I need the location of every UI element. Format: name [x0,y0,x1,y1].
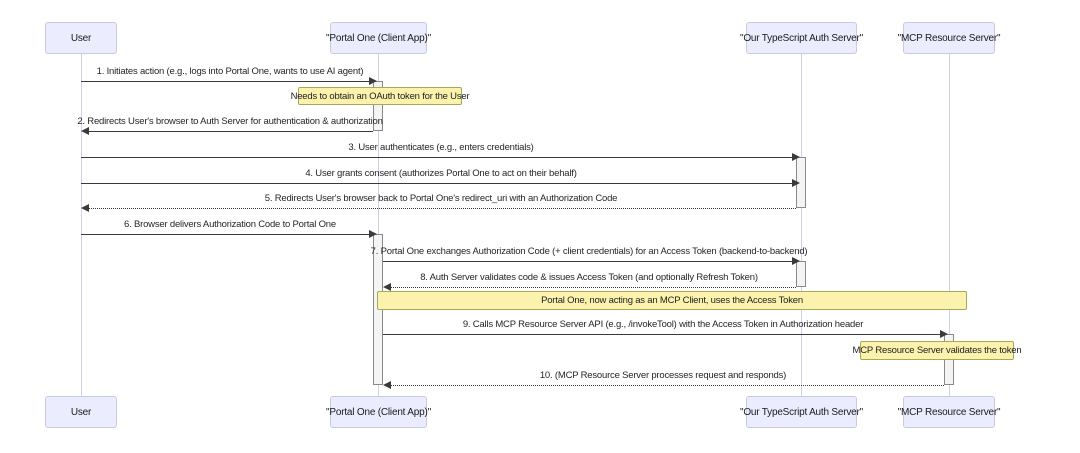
message-8-line [391,286,796,288]
lifeline-portal-one [377,54,379,396]
message-9-line [383,333,940,335]
note-mcp-validates-token: MCP Resource Server validates the token [853,341,1022,360]
actor-top-user: User [45,22,117,54]
message-9-arrowhead [940,330,948,338]
activation-auth-server-2 [796,261,806,287]
message-9-label: 9. Calls MCP Resource Server API (e.g., … [462,319,864,330]
message-7-line [383,260,792,262]
message-6-label: 6. Browser delivers Authorization Code t… [124,219,336,230]
message-2-line [89,130,373,132]
message-4-line [81,182,792,184]
actor-bottom-mcp-server: "MCP Resource Server" [898,396,1001,428]
message-4-label: 4. User grants consent (authorizes Porta… [305,168,577,179]
message-8-arrowhead [383,283,391,291]
actor-top-auth-server: "Our TypeScript Auth Server" [740,22,863,54]
lifeline-user [80,54,82,396]
actor-bottom-portal-one: "Portal One (Client App)" [326,396,431,428]
message-7-arrowhead [792,257,800,265]
lifeline-auth-server [800,54,802,396]
message-10-line [391,384,944,386]
message-4-arrowhead [792,179,800,187]
message-5-line [89,207,796,209]
actor-top-mcp-server: "MCP Resource Server" [898,22,1001,54]
message-1-line [81,80,369,82]
message-8-label: 8. Auth Server validates code & issues A… [420,272,758,283]
message-1-arrowhead [369,77,377,85]
message-6-arrowhead [369,230,377,238]
message-10-label: 10. (MCP Resource Server processes reque… [539,370,787,381]
activation-portal-one-1 [373,81,383,131]
lifeline-mcp-server [948,54,950,396]
message-3-label: 3. User authenticates (e.g., enters cred… [348,142,534,153]
note-mcp-client-uses-token: Portal One, now acting as an MCP Client,… [377,291,967,310]
message-3-arrowhead [792,153,800,161]
message-6-line [81,233,369,235]
actor-bottom-user: User [45,396,117,428]
message-3-line [81,156,792,158]
message-5-arrowhead [81,204,89,212]
message-7-label: 7. Portal One exchanges Authorization Co… [370,246,808,257]
message-5-label: 5. Redirects User's browser back to Port… [264,193,618,204]
message-2-label: 2. Redirects User's browser to Auth Serv… [77,116,383,127]
message-1-label: 1. Initiates action (e.g., logs into Por… [96,66,364,77]
actor-top-portal-one: "Portal One (Client App)" [326,22,431,54]
message-2-arrowhead [81,127,89,135]
actor-bottom-auth-server: "Our TypeScript Auth Server" [740,396,863,428]
message-10-arrowhead [383,381,391,389]
note-oauth-token-needed: Needs to obtain an OAuth token for the U… [291,87,470,105]
